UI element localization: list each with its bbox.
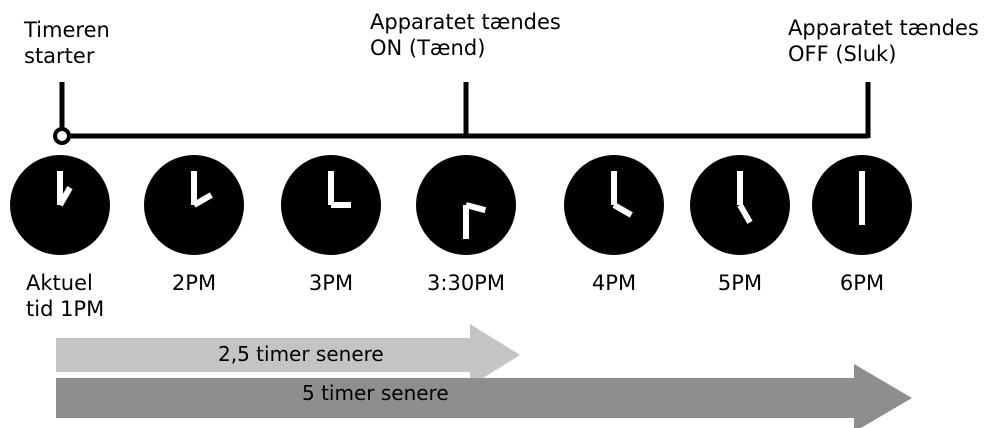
device-off-line-1: Apparatet tændes — [788, 16, 979, 40]
clock-label-4: 3:30PM — [427, 270, 505, 296]
clock-label-line: 3PM — [308, 271, 354, 295]
clock-4 — [416, 155, 516, 255]
arrow-2-5-hours — [56, 324, 520, 386]
hour-hand — [57, 186, 73, 207]
clock-label-line: 2PM — [171, 271, 217, 295]
hour-hand — [612, 202, 633, 218]
hour-hand — [465, 202, 487, 214]
clock-label-line: 6PM — [839, 271, 885, 295]
device-on-label: Apparatet tændes ON (Tænd) — [370, 9, 561, 61]
clock-label-3: 3PM — [309, 270, 353, 296]
duration-arrows — [56, 324, 912, 428]
timer-start-line-2: starter — [24, 44, 95, 68]
hour-hand — [192, 192, 213, 208]
device-off-line-2: OFF (Sluk) — [788, 42, 897, 66]
clock-label-line: 5PM — [717, 271, 763, 295]
clock-label-line: 4PM — [591, 271, 637, 295]
clock-2 — [144, 155, 244, 255]
arrow-label-2-5h: 2,5 timer senere — [218, 342, 384, 366]
clock-label-line: Aktuel — [26, 271, 93, 295]
clock-label-line: 3:30PM — [427, 271, 505, 295]
clock-6 — [690, 155, 790, 255]
clock-label-5: 4PM — [592, 270, 636, 296]
clock-3 — [281, 155, 381, 255]
clock-label-6: 5PM — [718, 270, 762, 296]
arrow-label-5h: 5 timer senere — [302, 381, 449, 405]
clocks — [10, 155, 912, 255]
timer-start-label: Timeren starter — [24, 17, 110, 69]
clock-1 — [10, 155, 110, 255]
clock-7 — [812, 155, 912, 255]
timeline — [53, 82, 871, 145]
clock-label-line: tid 1PM — [26, 297, 105, 321]
timer-start-line-1: Timeren — [24, 18, 110, 42]
start-marker-circle — [53, 127, 71, 145]
hour-hand — [737, 203, 753, 224]
clock-label-2: 2PM — [172, 270, 216, 296]
arrow-5-hours — [56, 364, 912, 428]
clock-label-7: 6PM — [840, 270, 884, 296]
device-on-line-1: Apparatet tændes — [370, 10, 561, 34]
device-on-line-2: ON (Tænd) — [370, 36, 486, 60]
device-off-label: Apparatet tændes OFF (Sluk) — [788, 15, 979, 67]
clock-5 — [564, 155, 664, 255]
